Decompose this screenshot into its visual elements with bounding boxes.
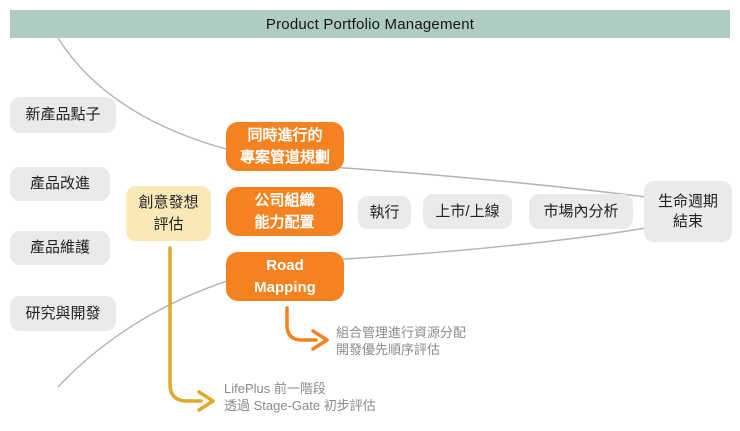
box-label: 市場內分析 <box>543 202 619 220</box>
stage-launch: 上市/上線 <box>423 194 512 229</box>
funnel-curve-bottom <box>57 227 647 388</box>
note-line1: 組合管理進行資源分配 <box>336 325 467 340</box>
box-label: 產品改進 <box>29 175 90 193</box>
box-label: 研究與開發 <box>25 304 101 322</box>
curved-arrow-yellow <box>168 246 215 412</box>
note-line1: LifePlus 前一階段 <box>224 381 326 396</box>
box-label-line2: 能力配置 <box>254 213 315 231</box>
note-line2: 開發優先順序評估 <box>336 341 441 357</box>
curved-arrow-orange <box>285 306 329 351</box>
box-label-line1: 生命週期 <box>657 193 718 210</box>
box-label-line2: 專案管道規劃 <box>239 148 330 166</box>
idea-source-new-product-ideas: 新產品點子 <box>10 97 116 133</box>
box-label-line1: 同時進行的 <box>247 126 323 144</box>
box-label: 上市/上線 <box>435 202 500 220</box>
box-label: 執行 <box>369 203 400 221</box>
note-line2: 透過 Stage-Gate 初步評估 <box>224 397 376 413</box>
box-label-line1: Road <box>266 256 304 274</box>
stage-in-market-analysis: 市場內分析 <box>529 194 633 229</box>
box-label: 新產品點子 <box>25 106 101 124</box>
funnel-curve-top <box>57 37 647 198</box>
stage-end-of-lifecycle: 生命週期 結束 <box>644 181 732 242</box>
box-label-line2: 結束 <box>672 212 703 230</box>
lifeplus-stage-gate-note: LifePlus 前一階段 透過 Stage-Gate 初步評估 <box>224 381 376 415</box>
idea-source-research-development: 研究與開發 <box>10 296 116 331</box>
idea-evaluation-box: 創意發想 評估 <box>126 186 211 241</box>
planning-box-road-mapping: Road Mapping <box>226 252 344 301</box>
planning-box-org-capacity: 公司組織 能力配置 <box>226 187 343 236</box>
planning-box-pipeline: 同時進行的 專案管道規劃 <box>226 122 344 171</box>
box-label-line2: Mapping <box>254 278 316 296</box>
box-label-line1: 創意發想 <box>138 193 199 211</box>
idea-source-product-maintenance: 產品維護 <box>10 231 110 265</box>
diagram-title: Product Portfolio Management <box>265 15 475 33</box>
box-label: 產品維護 <box>29 239 90 257</box>
idea-source-product-improvement: 產品改進 <box>10 167 110 201</box>
diagram-title-bar: Product Portfolio Management <box>10 10 730 38</box>
box-label-line2: 評估 <box>153 215 184 233</box>
stage-execute: 執行 <box>358 196 411 229</box>
portfolio-management-note: 組合管理進行資源分配 開發優先順序評估 <box>336 325 466 359</box>
box-label-line1: 公司組織 <box>254 191 315 209</box>
